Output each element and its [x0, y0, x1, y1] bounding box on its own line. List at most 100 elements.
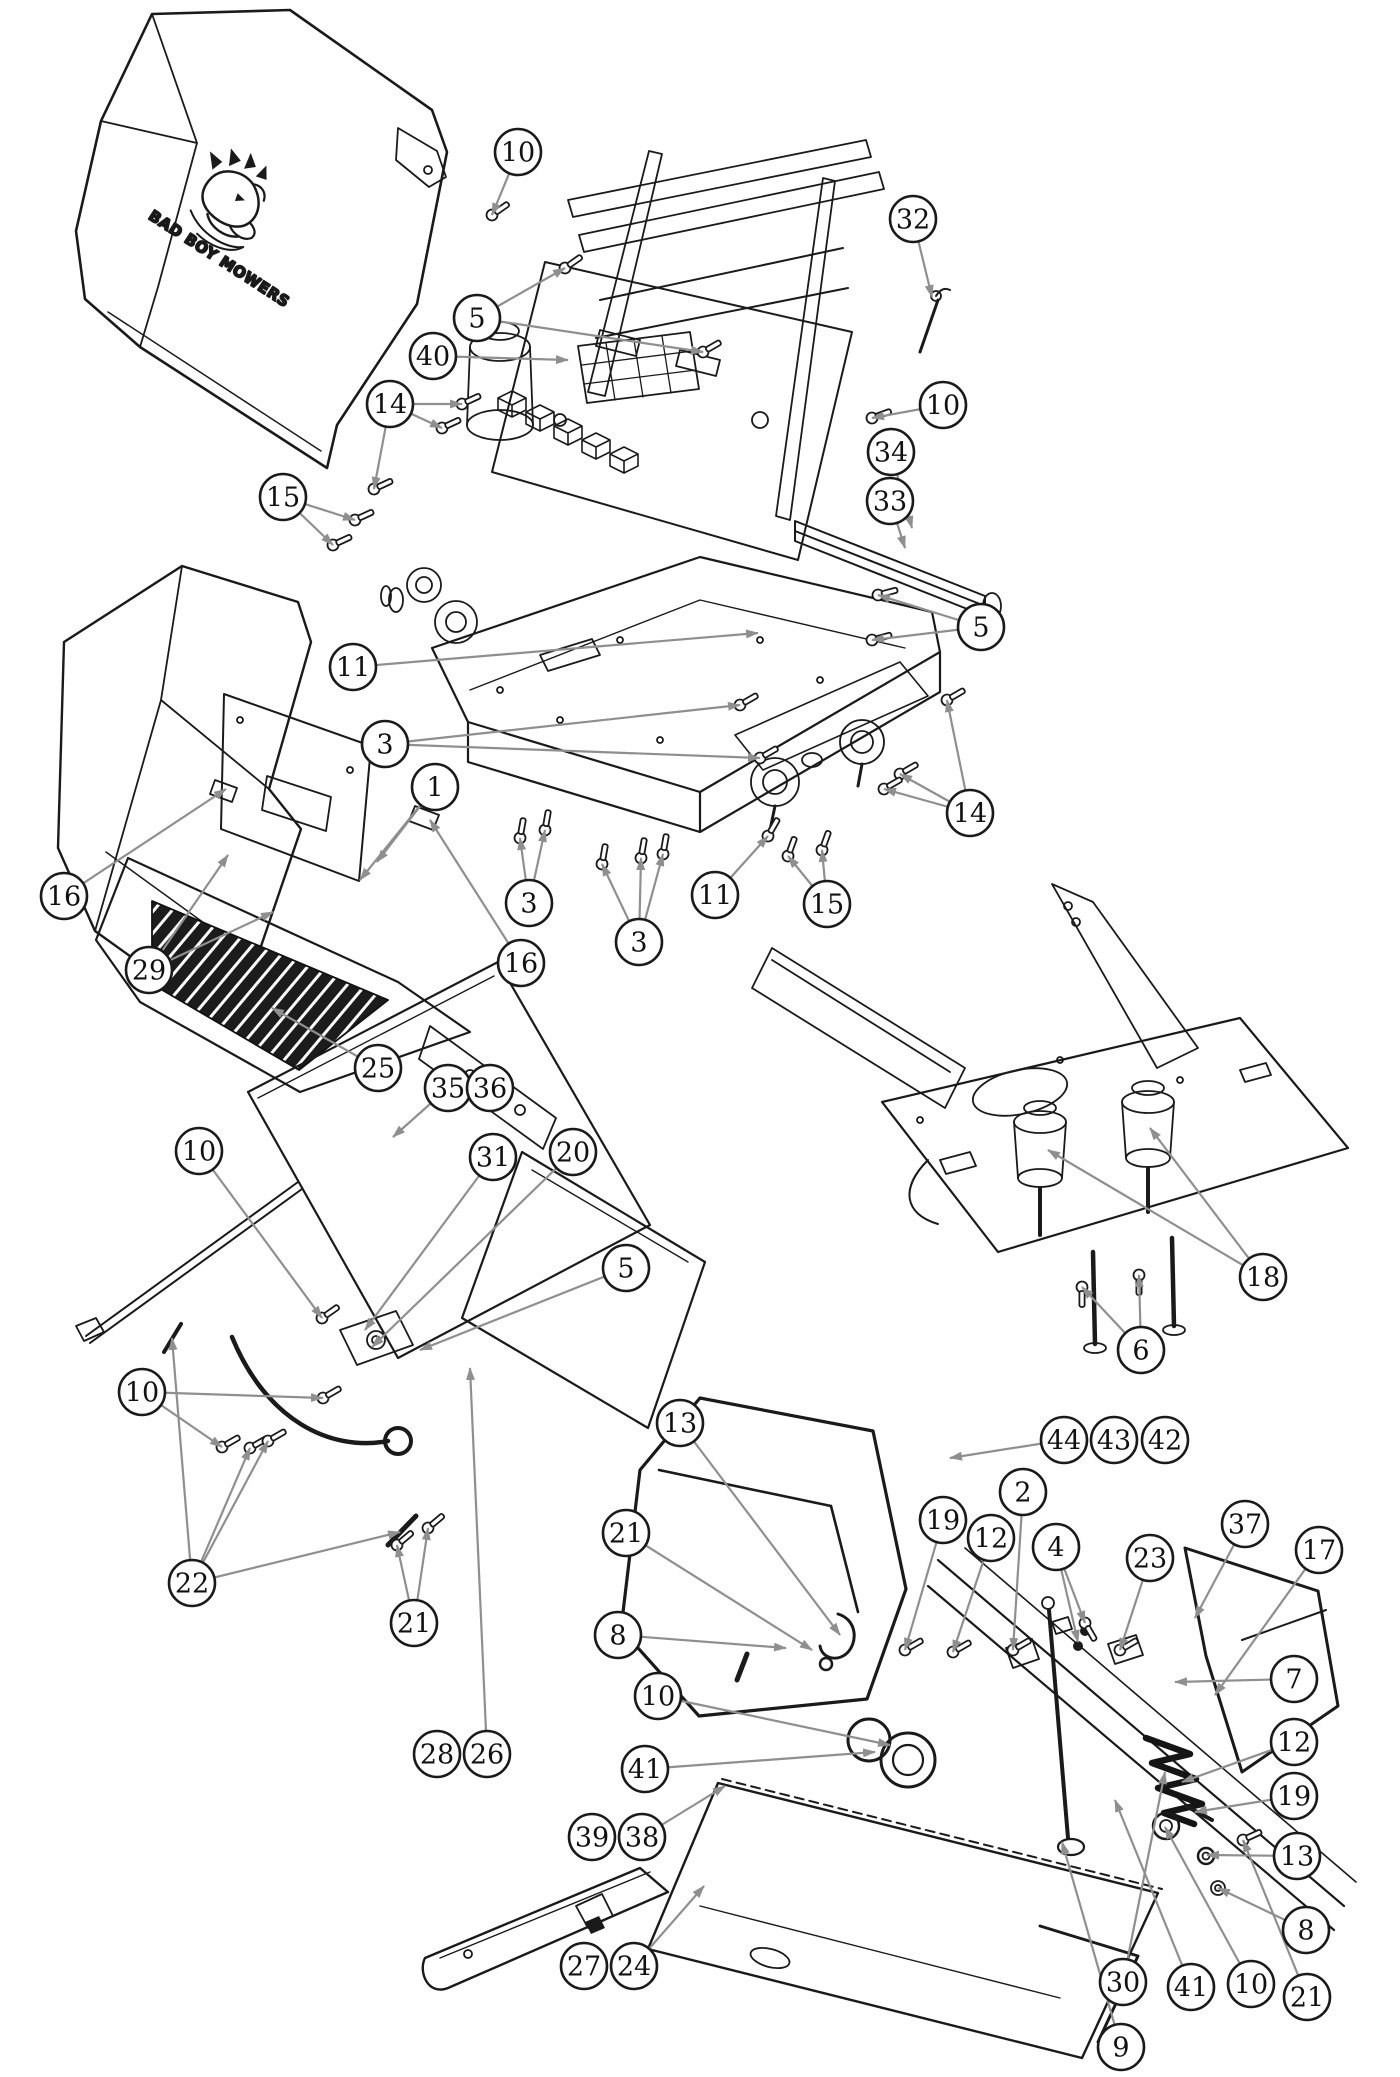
callout-16: 16 — [496, 938, 546, 988]
brand-logo: BAD BOY MOWERS — [144, 148, 294, 312]
svg-text:36: 36 — [473, 1074, 507, 1105]
callout-14: 14 — [365, 379, 415, 429]
leader-line-41 — [644, 1748, 876, 1771]
callout-10: 10 — [918, 380, 968, 430]
leader-line-10 — [1164, 1826, 1252, 1985]
svg-text:27: 27 — [567, 1952, 601, 1983]
callout-11: 11 — [328, 642, 378, 692]
callout-10: 10 — [1226, 1959, 1276, 2009]
svg-text:19: 19 — [1277, 1782, 1311, 1813]
svg-text:17: 17 — [1302, 1536, 1336, 1567]
callout-38: 38 — [617, 1812, 667, 1862]
callout-1: 1 — [410, 762, 460, 812]
svg-text:20: 20 — [556, 1138, 590, 1169]
svg-text:8: 8 — [609, 1621, 626, 1652]
callout-5: 5 — [452, 293, 502, 343]
callout-10: 10 — [633, 1671, 683, 1721]
svg-text:18: 18 — [1246, 1263, 1280, 1294]
line-art: BAD BOY MOWERS — [56, 8, 1357, 2060]
callout-4: 4 — [1031, 1522, 1081, 1572]
svg-text:15: 15 — [810, 890, 844, 921]
callout-13: 13 — [655, 1398, 705, 1448]
callout-8: 8 — [593, 1610, 643, 1660]
svg-text:37: 37 — [1228, 1510, 1262, 1541]
leader-line-20 — [371, 1151, 574, 1348]
callout-9: 9 — [1096, 2022, 1146, 2072]
svg-text:39: 39 — [575, 1823, 609, 1854]
callout-15: 15 — [802, 879, 852, 929]
callout-12: 12 — [966, 1513, 1016, 1563]
callout-2: 2 — [998, 1467, 1048, 1517]
svg-text:10: 10 — [926, 391, 960, 422]
svg-text:3: 3 — [376, 730, 393, 761]
callout-41: 41 — [620, 1744, 670, 1794]
dog-head-icon — [189, 148, 267, 251]
callout-21: 21 — [389, 1598, 439, 1648]
leader-line-16 — [63, 788, 227, 897]
callout-20: 20 — [548, 1127, 598, 1177]
svg-text:28: 28 — [420, 1740, 454, 1771]
callout-8: 8 — [1281, 1905, 1331, 1955]
leader-line-3 — [384, 742, 761, 763]
svg-text:10: 10 — [1234, 1970, 1268, 2001]
svg-text:33: 33 — [873, 487, 907, 518]
svg-text:10: 10 — [182, 1137, 216, 1168]
leader-line-5 — [419, 1266, 627, 1352]
svg-text:30: 30 — [1106, 1968, 1140, 1999]
leader-line-17 — [1214, 1549, 1320, 1696]
leader-line-8 — [617, 1633, 787, 1652]
leader-line-10 — [657, 1694, 891, 1747]
callout-23: 23 — [1125, 1533, 1175, 1583]
svg-text:29: 29 — [132, 956, 166, 987]
svg-text:8: 8 — [1297, 1916, 1314, 1947]
leader-line-30 — [1121, 1771, 1168, 1983]
svg-text:43: 43 — [1097, 1426, 1131, 1457]
svg-text:41: 41 — [1174, 1973, 1208, 2004]
svg-text:13: 13 — [1280, 1842, 1314, 1873]
callout-22: 22 — [167, 1558, 217, 1608]
svg-text:13: 13 — [663, 1409, 697, 1440]
leader-line-22 — [168, 1337, 194, 1584]
callout-7: 7 — [1269, 1654, 1319, 1704]
callout-5: 5 — [956, 602, 1006, 652]
part-seat-base — [751, 883, 1350, 1354]
svg-text:21: 21 — [1290, 1983, 1324, 2014]
svg-text:15: 15 — [266, 483, 300, 514]
callout-3: 3 — [504, 878, 554, 928]
svg-text:34: 34 — [874, 438, 908, 469]
svg-text:7: 7 — [1285, 1665, 1302, 1696]
callout-16: 16 — [39, 871, 89, 921]
svg-text:4: 4 — [1047, 1533, 1064, 1564]
callout-37: 37 — [1220, 1499, 1270, 1549]
svg-text:38: 38 — [625, 1823, 659, 1854]
svg-text:19: 19 — [926, 1506, 960, 1537]
part-skid-plate — [421, 1866, 670, 1991]
svg-text:26: 26 — [470, 1740, 504, 1771]
leader-line-11 — [352, 629, 759, 669]
callout-30: 30 — [1098, 1957, 1148, 2007]
callout-10: 10 — [174, 1126, 224, 1176]
callout-3: 3 — [614, 917, 664, 967]
svg-text:14: 14 — [373, 390, 407, 421]
callout-14: 14 — [945, 788, 995, 838]
part-seat-suspension-frame — [466, 139, 951, 561]
tread-plate — [151, 900, 389, 1071]
svg-text:23: 23 — [1133, 1544, 1167, 1575]
callout-12: 12 — [1269, 1717, 1319, 1767]
leader-line-22 — [191, 1530, 401, 1585]
callout-10: 10 — [493, 127, 543, 177]
svg-text:2: 2 — [1014, 1478, 1031, 1509]
callout-40: 40 — [408, 331, 458, 381]
leader-line-26 — [466, 1367, 489, 1755]
callout-21: 21 — [601, 1508, 651, 1558]
callout-3: 3 — [360, 719, 410, 769]
callout-19: 19 — [918, 1495, 968, 1545]
callout-36: 36 — [465, 1063, 515, 1113]
callout-26: 26 — [462, 1729, 512, 1779]
leader-line-16 — [429, 819, 522, 964]
svg-text:40: 40 — [416, 342, 450, 373]
leader-line-9 — [1060, 1841, 1123, 2048]
svg-text:9: 9 — [1112, 2033, 1129, 2064]
svg-text:41: 41 — [628, 1755, 662, 1786]
